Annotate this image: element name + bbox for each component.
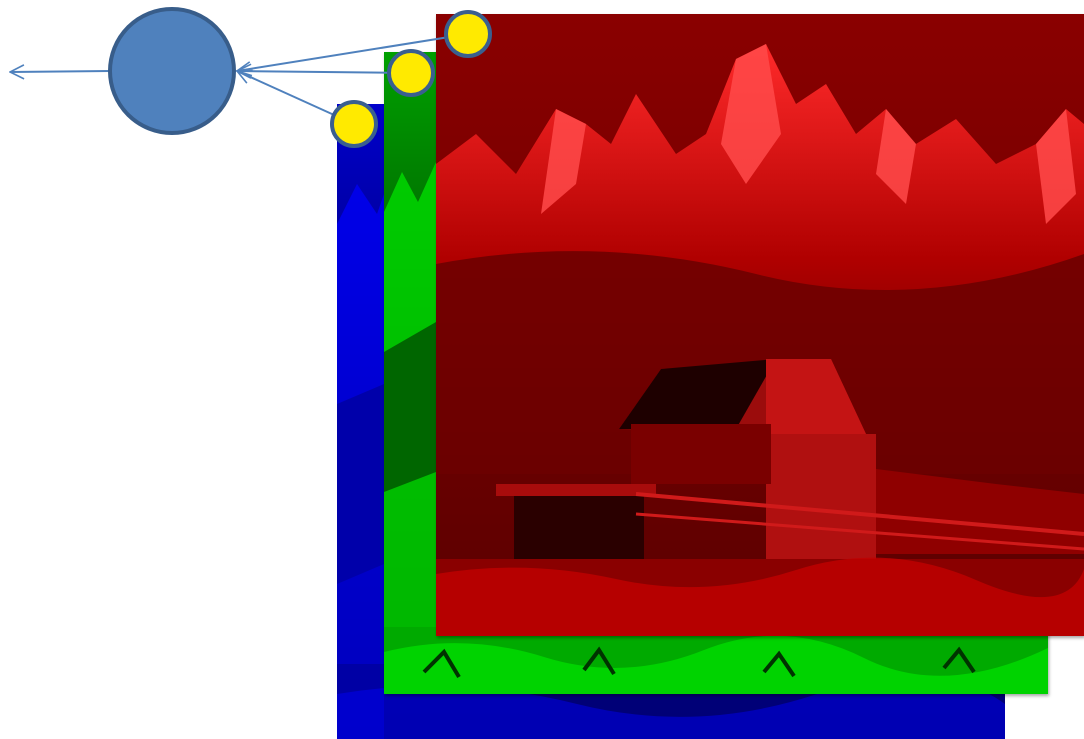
output-arrow — [10, 71, 111, 72]
connection-green-to-neuron — [237, 71, 412, 73]
input-node-blue — [330, 100, 378, 148]
red-channel-image — [436, 14, 1084, 636]
input-node-green — [387, 49, 435, 97]
neuron-node — [108, 7, 236, 135]
connection-red-to-neuron — [237, 33, 469, 71]
input-node-red — [444, 10, 492, 58]
